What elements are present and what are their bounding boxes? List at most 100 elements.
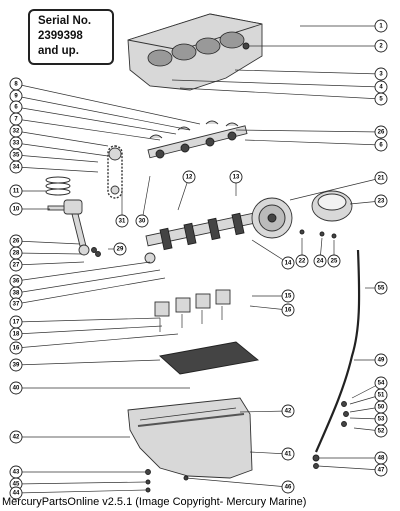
callout-11: 11 — [9, 184, 46, 198]
callout-47: 47 — [317, 463, 388, 477]
callout-number: 24 — [317, 259, 324, 265]
callout-23: 23 — [349, 194, 388, 208]
callout-number: 13 — [233, 175, 240, 181]
callout-labels: 1234562689673233353411102628272936383717… — [9, 19, 388, 500]
callout-38: 38 — [9, 269, 161, 300]
callout-leader-line — [15, 489, 147, 494]
callout-40: 40 — [9, 381, 190, 395]
serial-note-line2: 2399398 — [38, 30, 83, 42]
callout-number: 22 — [299, 259, 306, 265]
camshaft — [147, 125, 248, 159]
callout-55: 55 — [365, 281, 388, 295]
callout-number: 7 — [14, 117, 18, 123]
oil-pan-gasket-plate — [159, 341, 260, 375]
callout-number: 6 — [14, 105, 18, 111]
callout-17: 17 — [9, 315, 161, 329]
callout-leader-line — [251, 239, 289, 264]
callout-number: 1 — [379, 24, 383, 30]
callout-number: 23 — [378, 199, 385, 205]
callout-number: 42 — [285, 409, 292, 415]
callout-circle — [9, 381, 23, 395]
serial-note-line3: and up. — [38, 45, 79, 57]
callout-circle — [9, 258, 23, 272]
callout-leader-line — [15, 277, 166, 305]
callout-number: 26 — [378, 130, 385, 136]
callout-leader-line — [289, 177, 382, 201]
callout-14: 14 — [251, 239, 295, 270]
callout-7: 7 — [9, 112, 161, 141]
callout-21: 21 — [289, 171, 388, 201]
callout-number: 3 — [379, 72, 383, 78]
callout-leader-line — [15, 481, 147, 485]
callout-31: 31 — [115, 190, 129, 228]
callout-number: 54 — [378, 381, 385, 387]
callout-circle — [281, 289, 295, 303]
callout-5: 5 — [179, 87, 388, 106]
callout-54: 54 — [351, 376, 388, 399]
callout-circle — [295, 254, 309, 268]
callout-number: 49 — [378, 358, 385, 364]
callout-number: 42 — [13, 435, 20, 441]
callout-number: 6 — [379, 143, 383, 149]
callout-circle — [374, 39, 388, 53]
callout-circle — [374, 19, 388, 33]
callout-circle — [374, 138, 388, 152]
callout-24: 24 — [313, 237, 327, 268]
callout-46: 46 — [185, 477, 295, 494]
callout-number: 29 — [117, 247, 124, 253]
callout-number: 12 — [186, 175, 193, 181]
callout-circle — [9, 184, 23, 198]
callout-number: 14 — [285, 261, 292, 267]
callout-circle — [374, 463, 388, 477]
serial-number-note: Serial No. 2399398 and up. — [28, 9, 114, 65]
callout-number: 34 — [13, 165, 20, 171]
callout-leader-line — [185, 477, 289, 488]
callout-number: 33 — [13, 141, 20, 147]
callout-leader-line — [171, 79, 382, 88]
callout-15: 15 — [252, 289, 295, 303]
callout-leader-line — [317, 465, 382, 471]
callout-number: 21 — [378, 176, 385, 182]
piston-rings — [45, 176, 71, 196]
callout-18: 18 — [9, 325, 163, 341]
callout-48: 48 — [318, 451, 388, 465]
callout-35: 35 — [9, 148, 99, 163]
callout-12: 12 — [177, 170, 196, 211]
callout-26: 26 — [235, 125, 388, 139]
callout-number: 46 — [285, 485, 292, 491]
callout-10: 10 — [9, 202, 50, 216]
callout-44: 44 — [9, 486, 147, 500]
callout-number: 8 — [14, 82, 18, 88]
callout-leader-line — [15, 166, 99, 173]
main-bearing-caps — [154, 289, 231, 332]
callout-circle — [9, 202, 23, 216]
callout-circle — [9, 160, 23, 174]
callout-3: 3 — [234, 67, 388, 81]
callout-1: 1 — [300, 19, 388, 33]
callout-number: 53 — [378, 417, 385, 423]
callout-circle — [281, 404, 295, 418]
callout-circle — [327, 254, 341, 268]
callout-number: 48 — [378, 456, 385, 462]
callout-number: 38 — [13, 291, 20, 297]
callout-leader-line — [15, 130, 109, 147]
callout-9: 9 — [9, 89, 191, 131]
callout-number: 43 — [13, 470, 20, 476]
callout-43: 43 — [9, 465, 146, 479]
harmonic-balancer — [299, 190, 353, 239]
callout-leader-line — [15, 261, 151, 282]
callout-number: 45 — [13, 482, 20, 488]
callout-circle — [113, 242, 127, 256]
callout-26: 26 — [9, 234, 81, 248]
callout-circle — [281, 256, 295, 270]
callout-leader-line — [244, 139, 382, 146]
callout-33: 33 — [9, 136, 109, 157]
timing-chain — [107, 145, 123, 199]
callout-leader-line — [15, 106, 177, 135]
callout-leader-line — [15, 83, 201, 125]
callout-circle — [9, 297, 23, 311]
callout-circle — [115, 214, 129, 228]
callout-6: 6 — [244, 138, 388, 152]
flywheel — [251, 197, 293, 239]
